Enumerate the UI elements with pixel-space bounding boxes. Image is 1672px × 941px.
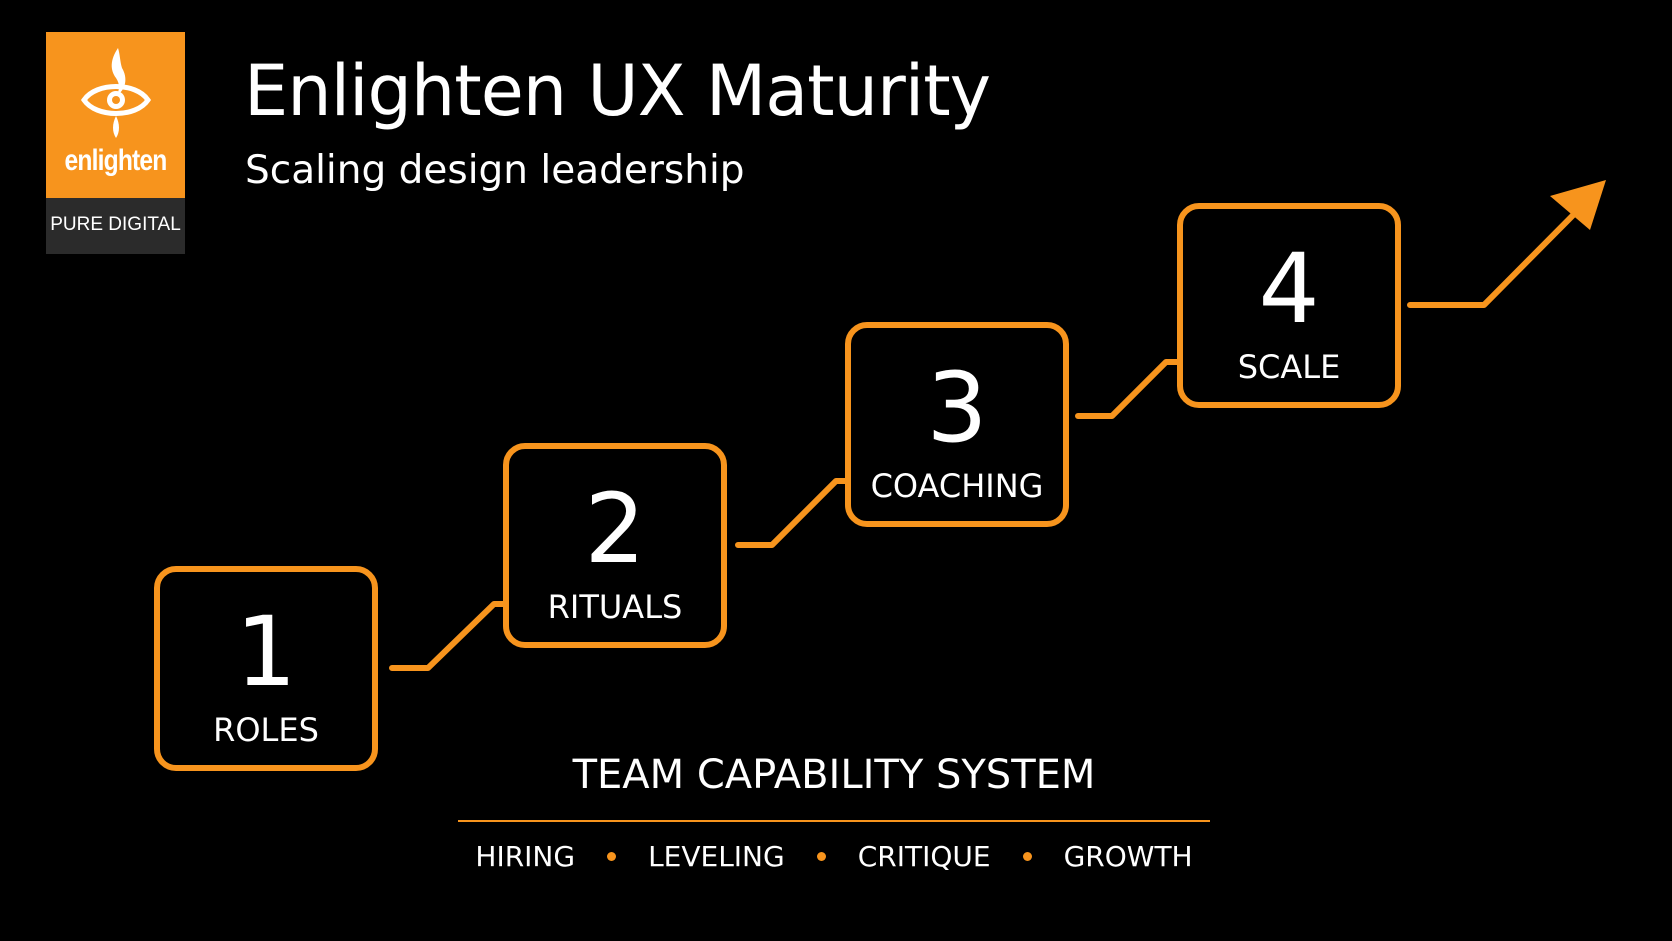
system-item-hiring: HIRING bbox=[475, 840, 576, 873]
step-label: COACHING bbox=[870, 467, 1044, 505]
page-title: Enlighten UX Maturity bbox=[244, 50, 991, 132]
step-number: 3 bbox=[926, 352, 988, 464]
connector-2-3 bbox=[735, 478, 849, 548]
step-box-rituals: 2 RITUALS bbox=[503, 443, 727, 648]
logo-tagline-panel: PURE DIGITAL bbox=[46, 198, 185, 254]
eye-flame-icon bbox=[80, 48, 152, 138]
logo-tagline: PURE DIGITAL bbox=[50, 214, 181, 235]
connector-1-2 bbox=[389, 601, 507, 671]
step-box-roles: 1 ROLES bbox=[154, 566, 378, 771]
step-label: ROLES bbox=[213, 711, 319, 749]
step-number: 4 bbox=[1258, 233, 1320, 345]
logo-orange-panel: enlighten bbox=[46, 32, 185, 198]
arrow-up-right-icon bbox=[1550, 180, 1606, 230]
connector-3-4 bbox=[1075, 359, 1181, 419]
step-box-scale: 4 SCALE bbox=[1177, 203, 1401, 408]
growth-line bbox=[1407, 185, 1603, 308]
step-box-coaching: 3 COACHING bbox=[845, 322, 1069, 527]
system-item-growth: GROWTH bbox=[1063, 840, 1193, 873]
system-title: TEAM CAPABILITY SYSTEM bbox=[572, 752, 1096, 798]
system-item-leveling: LEVELING bbox=[648, 840, 785, 873]
system-divider bbox=[458, 820, 1210, 822]
step-number: 2 bbox=[584, 473, 646, 585]
step-label: SCALE bbox=[1237, 348, 1341, 386]
logo-wordmark: enlighten bbox=[64, 144, 168, 177]
system-item-critique: CRITIQUE bbox=[857, 840, 991, 873]
enlighten-logo: enlighten PURE DIGITAL bbox=[46, 32, 185, 254]
step-label: RITUALS bbox=[547, 588, 683, 626]
bullet-dot bbox=[607, 852, 617, 861]
bullet-dot bbox=[1022, 852, 1032, 861]
system-items: HIRING LEVELING CRITIQUE GROWTH bbox=[458, 840, 1210, 873]
step-number: 1 bbox=[235, 596, 297, 708]
page-subtitle: Scaling design leadership bbox=[245, 148, 745, 193]
bullet-dot bbox=[816, 852, 826, 861]
